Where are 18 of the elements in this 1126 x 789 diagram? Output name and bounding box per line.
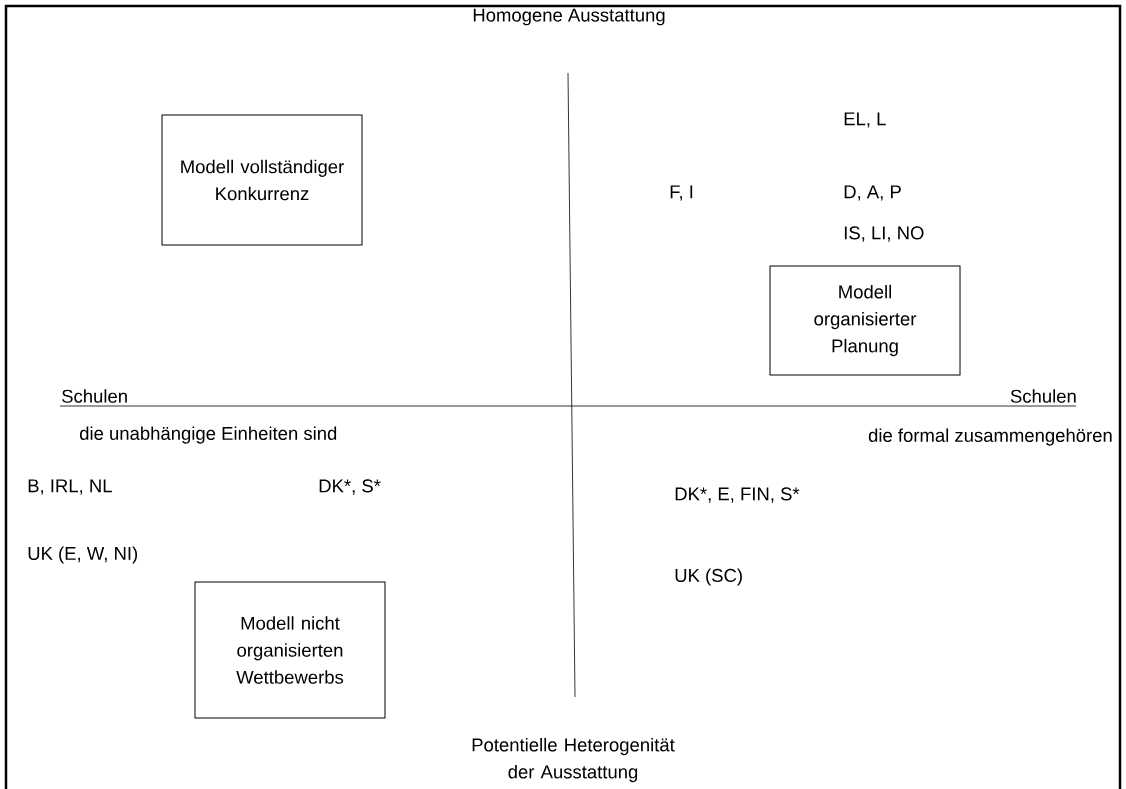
axis-label: DK*, E, FIN, S*: [675, 487, 800, 503]
model-box: Modell organisierter Planung: [769, 265, 961, 376]
axis-label: EL, L: [844, 112, 886, 128]
model-box: Modell nicht organisierten Wettbewerbs: [194, 581, 386, 719]
axis-label: DK*, S*: [319, 479, 381, 495]
axis-label: Homogene Ausstattung: [473, 8, 665, 26]
axis-label: Schulen: [1010, 389, 1076, 403]
axis-label: Potentielle Heterogenität der Ausstattung: [472, 737, 675, 783]
axis-label: B, IRL, NL: [28, 479, 112, 495]
axis-label: Schulen: [62, 389, 127, 403]
axis-label: UK (SC): [675, 568, 742, 586]
axis-label: IS, LI, NO: [844, 226, 924, 242]
axis-label: UK (E, W, NI): [28, 546, 138, 564]
axis-label: F, I: [670, 185, 693, 201]
axis-label: D, A, P: [844, 185, 901, 201]
model-box: Modell vollständiger Konkurrenz: [161, 114, 363, 246]
axis-label: die unabhängige Einheiten sind: [80, 426, 337, 444]
axis-label: die formal zusammengehören: [868, 428, 1112, 446]
